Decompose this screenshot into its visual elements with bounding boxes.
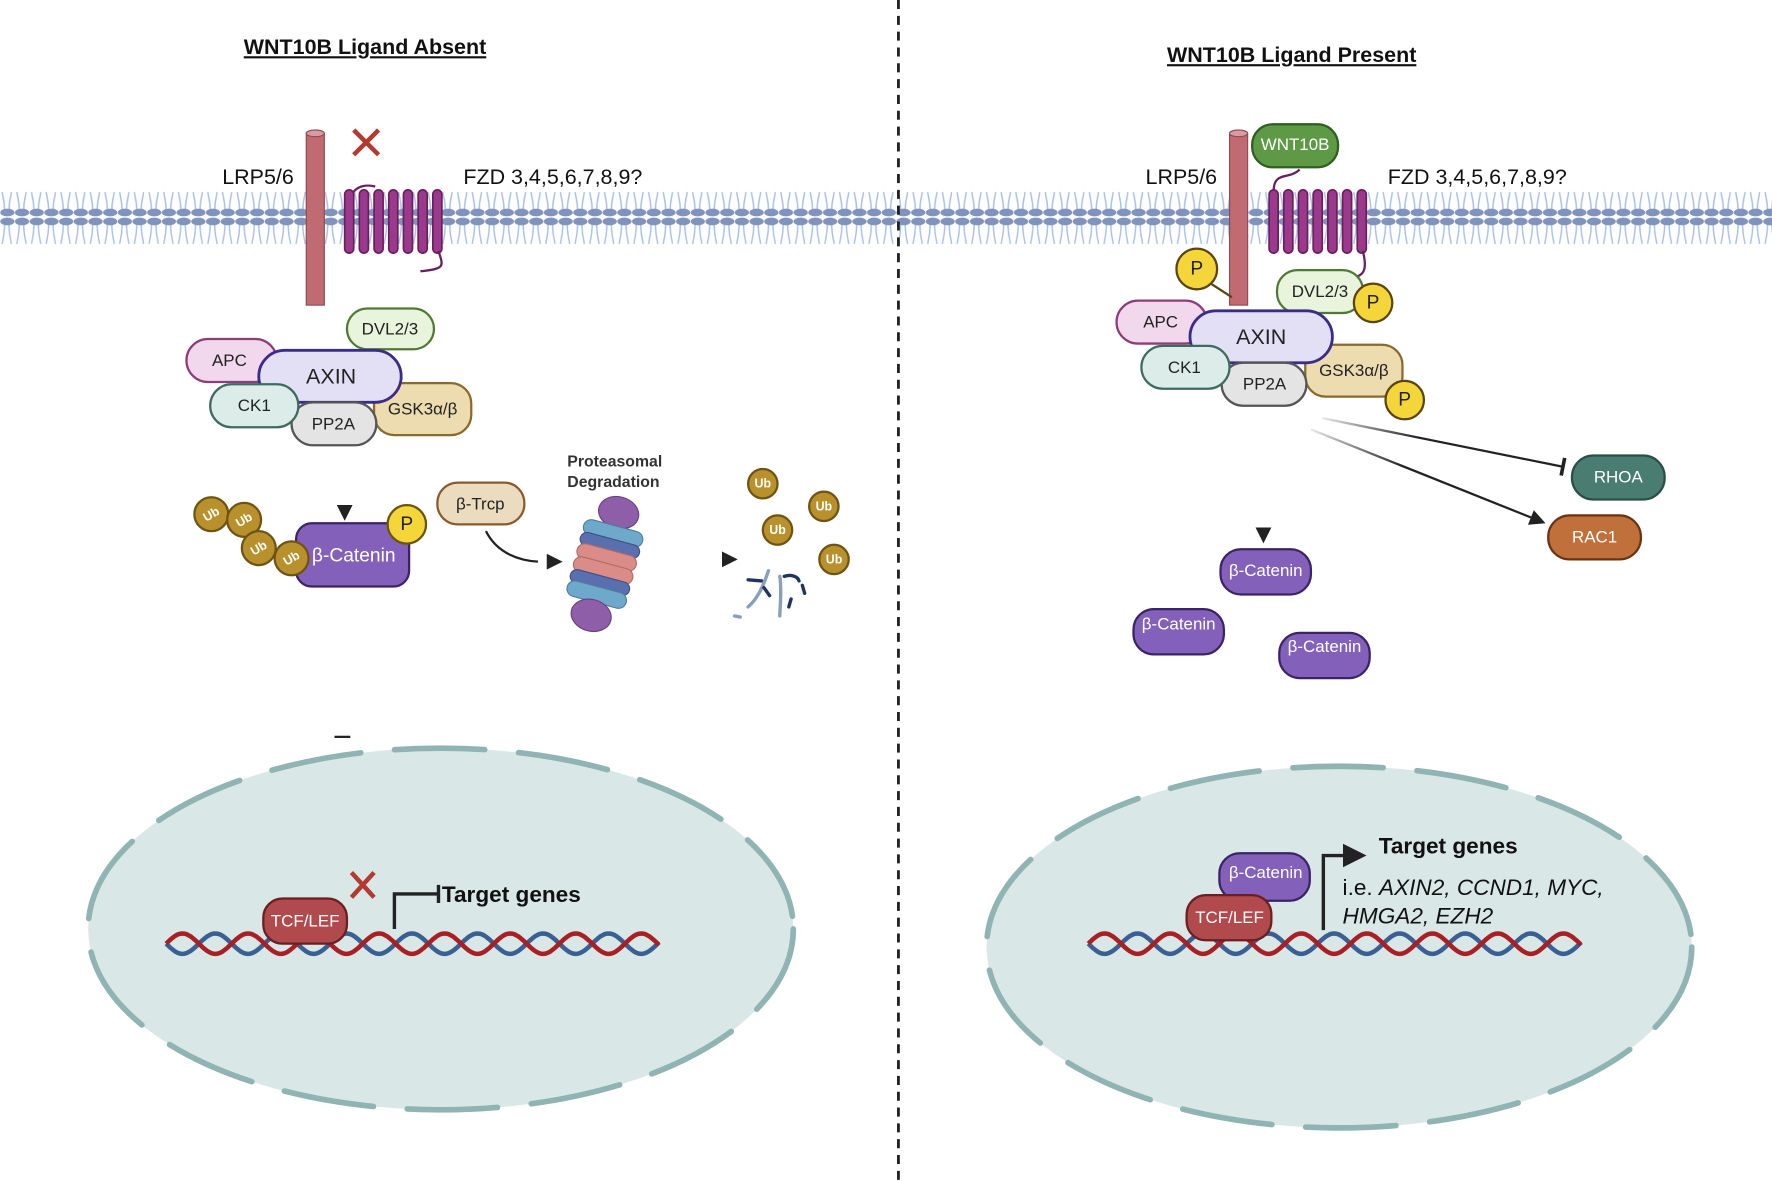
tcf-lef-label: TCF/LEF [1195, 908, 1264, 927]
degraded-fragments-icon [732, 569, 807, 619]
right-panel: WNT10B Ligand Present LRP5/6 FZD 3,4,5,6… [983, 43, 1695, 1131]
rhoa-label: RHOA [1594, 467, 1644, 486]
left-panel: WNT10B Ligand Absent LRP5/6 FZD 3,4,5,6,… [85, 35, 850, 1113]
lrp-receptor [1228, 129, 1249, 306]
gene-list-line2: HMGA2, EZH2 [1343, 903, 1494, 928]
apc-label: APC [212, 351, 247, 370]
beta-catenin-label: β-Catenin [1142, 614, 1216, 633]
gene-list-genes-1: AXIN2, CCND1, MYC, [1377, 875, 1604, 900]
wnt10b-label: WNT10B [1261, 135, 1330, 154]
beta-catenin-label: β-Catenin [1229, 561, 1303, 580]
apc-label: APC [1143, 313, 1178, 332]
beta-trcp-protein [436, 481, 526, 526]
right-nucleus [983, 763, 1695, 1131]
rac1-protein [1547, 514, 1643, 561]
tcf-lef-protein [262, 897, 349, 945]
left-panel-title: WNT10B Ligand Absent [244, 35, 487, 59]
rhoa-protein [1570, 454, 1666, 501]
axin-label: AXIN [1236, 325, 1286, 349]
fzd-receptor [1268, 168, 1368, 281]
phospho-label: P [1398, 390, 1411, 411]
phospho-icon [386, 504, 428, 545]
tcf-lef-label: TCF/LEF [271, 912, 340, 931]
beta-catenin-label: β-Catenin [1229, 863, 1303, 882]
inhibit-line-to-rhoa [1321, 417, 1567, 476]
gene-list-line1: i.e. AXIN2, CCND1, MYC, [1343, 875, 1604, 900]
right-panel-title: WNT10B Ligand Present [1167, 43, 1416, 67]
pp2a-protein [290, 401, 378, 447]
ck1-label: CK1 [238, 396, 271, 415]
lrp-receptor [305, 129, 325, 306]
ub-label: Ub [769, 523, 786, 537]
gene-list-prefix: i.e. [1343, 875, 1379, 900]
stabilized-beta-catenin: β-Catenin β-Catenin β-Catenin [1132, 548, 1371, 680]
phospho-label: P [400, 514, 413, 535]
gsk3-protein [1304, 343, 1404, 398]
pp2a-label: PP2A [312, 414, 356, 433]
dvl-protein [345, 307, 436, 351]
free-ubiquitin: Ub Ub Ub Ub [746, 467, 850, 576]
phospho-label: P [1190, 258, 1203, 279]
ub-label: Ub [816, 499, 833, 513]
destruction-complex: DVL2/3 APC GSK3α/β AXIN PP2A CK1 [185, 307, 473, 447]
left-target-genes-label: Target genes [442, 882, 581, 907]
beta-catenin-label: β-Catenin [1288, 637, 1362, 656]
ubiquitin-chain: Ub Ub Ub Ub [193, 496, 310, 577]
phospho-label: P [1367, 292, 1380, 313]
rac1-label: RAC1 [1572, 527, 1617, 546]
arrow-to-rac1 [1310, 428, 1546, 525]
signalosome-complex: DVL2/3 P APC GSK3α/β P AXIN PP2A CK1 [1115, 268, 1426, 421]
proteasome-label-1: Proteasomal [567, 454, 662, 471]
cell-membrane [0, 189, 1772, 245]
wnt10b-ligand [1251, 123, 1340, 169]
beta-trcp-label: β-Trcp [456, 495, 505, 514]
blocked-promoter-icon [392, 884, 441, 929]
dvl-phospho-icon [1352, 282, 1394, 324]
fzd-receptor [343, 184, 443, 273]
ck1-protein [1140, 344, 1231, 390]
ck1-protein [209, 383, 300, 429]
gsk3-phospho-icon [1384, 379, 1426, 421]
tcf-lef-protein [1185, 893, 1273, 942]
ub-label: Ub [755, 477, 772, 491]
right-target-genes-label: Target genes [1379, 833, 1518, 858]
fzd-label: FZD 3,4,5,6,7,8,9? [1388, 165, 1567, 189]
transcription-blocked-x-icon [349, 870, 376, 899]
lrp-label: LRP5/6 [222, 165, 294, 189]
proteasome-icon [566, 495, 644, 633]
axin-label: AXIN [306, 364, 356, 388]
pp2a-label: PP2A [1243, 375, 1287, 394]
ck1-label: CK1 [1168, 358, 1201, 377]
beta-catenin-label: β-Catenin [312, 546, 396, 567]
fzd-label: FZD 3,4,5,6,7,8,9? [463, 165, 642, 189]
active-promoter-arrow-icon [1321, 843, 1367, 931]
ub-label: Ub [826, 552, 843, 566]
left-dna [164, 931, 661, 957]
dvl-label: DVL2/3 [1292, 282, 1348, 301]
lrp-label: LRP5/6 [1146, 165, 1218, 189]
dvl-label: DVL2/3 [362, 319, 418, 338]
gsk3-label: GSK3α/β [388, 400, 458, 419]
gsk3-protein [372, 381, 473, 437]
proteasome-label-2: Degradation [567, 474, 659, 491]
lrp-phospho-icon [1175, 247, 1219, 291]
no-ligand-x-icon [352, 128, 381, 157]
gsk3-label: GSK3α/β [1319, 361, 1389, 380]
right-dna [1086, 931, 1583, 957]
beta-catenin-ubiquitinated: β-Catenin P Ub Ub Ub Ub [193, 496, 428, 588]
beta-trcp-curve [484, 530, 538, 563]
left-nucleus [85, 745, 797, 1113]
